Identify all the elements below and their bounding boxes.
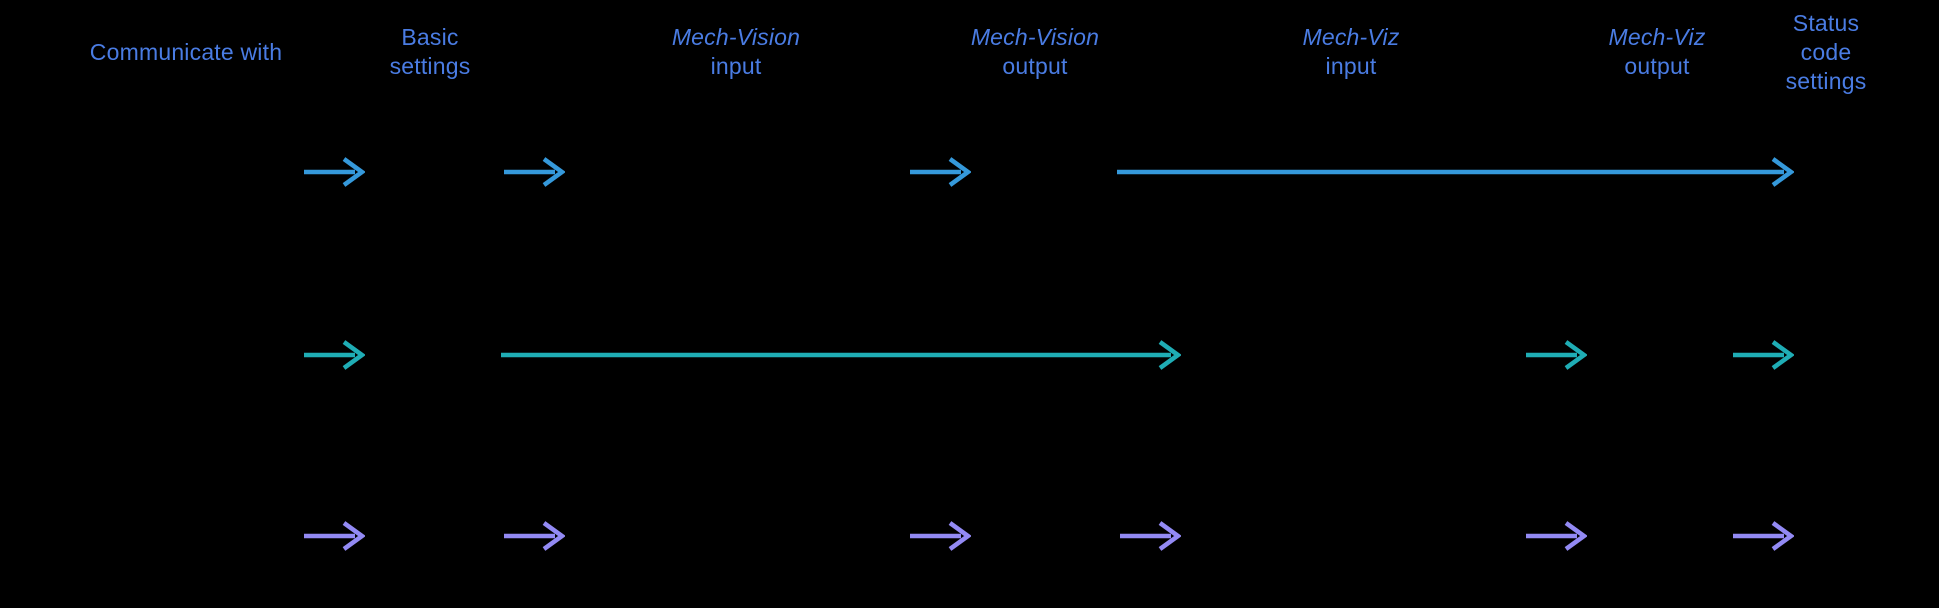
flow-row-3-short-arrow (908, 520, 971, 552)
header-line: settings (389, 53, 471, 79)
header-line: code (1800, 38, 1852, 65)
flow-row-1-short-arrow (502, 156, 565, 188)
flow-row-2-short-arrow (302, 339, 365, 371)
flow-row-2-long-arrow (499, 339, 1181, 371)
header-line: output (1624, 53, 1690, 79)
header-line: settings (1785, 67, 1867, 94)
flow-row-1-long-arrow (1115, 156, 1794, 188)
header-line: output (1002, 53, 1068, 79)
header-line: Communicate with (89, 38, 283, 65)
column-header-mech-viz-output: Mech-Viz output (1608, 23, 1705, 81)
flow-row-2-short-arrow (1524, 339, 1587, 371)
flow-row-3-short-arrow (502, 520, 565, 552)
column-header-mech-viz-input: Mech-Viz input (1302, 23, 1399, 81)
header-line: input (710, 53, 762, 79)
header-line: Basic (401, 24, 459, 50)
column-header-mech-vision-output: Mech-Vision output (971, 23, 1099, 81)
column-header-mech-vision-input: Mech-Vision input (672, 23, 800, 81)
header-line: Status (1792, 9, 1860, 36)
header-line: Mech-Viz (1302, 24, 1400, 50)
flow-row-3-short-arrow (1118, 520, 1181, 552)
header-line: Mech-Vision (671, 24, 801, 50)
flow-row-3-short-arrow (1524, 520, 1587, 552)
header-line: Mech-Viz (1608, 24, 1706, 50)
header-line: Mech-Vision (970, 24, 1100, 50)
flow-row-2-short-arrow (1731, 339, 1794, 371)
flow-row-1-short-arrow (302, 156, 365, 188)
flow-row-3-short-arrow (1731, 520, 1794, 552)
header-line: input (1325, 53, 1377, 79)
column-header-basic-settings: Basic settings (390, 23, 471, 81)
column-header-communicate-with: Communicate with (90, 38, 282, 67)
flow-row-3-short-arrow (302, 520, 365, 552)
flow-row-1-short-arrow (908, 156, 971, 188)
